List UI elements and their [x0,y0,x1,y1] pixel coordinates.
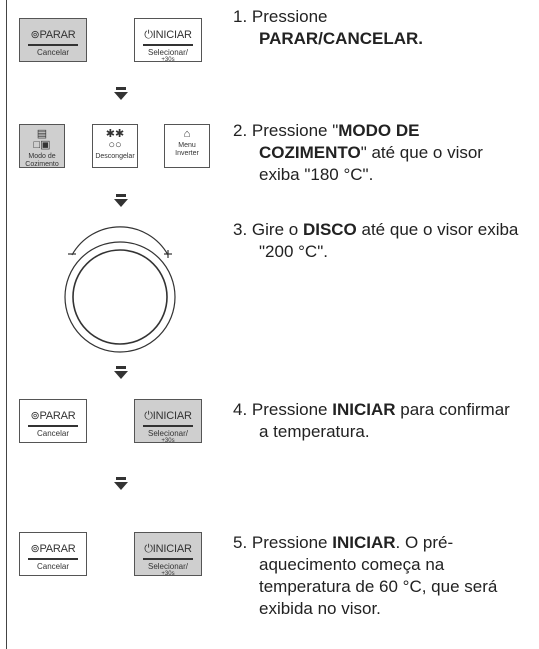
down-arrow [114,477,128,490]
left-border-rule [6,0,7,649]
stop-icon: ⊚ [30,29,40,41]
menu-inverter-button[interactable]: ⌂ Menu Inverter [164,124,210,168]
step-2: 2. Pressione "MODO DE COZIMENTO" até que… [233,121,483,184]
power-start-icon: ⏻ [144,543,153,555]
defrost-snowflake-icon: ✱✱○○ [105,128,125,151]
cooking-mode-button[interactable]: ▤□▣ Modo de Cozimento [19,124,65,168]
power-start-icon: ⏻ [144,410,153,422]
button-divider [143,44,193,46]
start-button[interactable]: ⏻INICIAR Selecionar/ +30s [134,532,202,577]
stop-cancel-button[interactable]: ⊚PARAR Cancelar [19,18,87,62]
power-start-icon: ⏻ [144,29,153,41]
cooking-mode-icon: ▤□▣ [33,128,51,151]
stop-icon: ⊚ [30,410,40,422]
start-button[interactable]: ⏻INICIAR Selecionar/ +30s [134,18,202,63]
button-divider [28,558,78,560]
button-divider [28,44,78,46]
stop-cancel-button[interactable]: ⊚PARAR Cancelar [19,399,87,443]
auto-pot-icon: ⌂ [183,128,191,140]
down-arrow [114,366,128,379]
step-1: 1. Pressione PARAR/CANCELAR. [233,7,424,48]
button-divider [143,425,193,427]
stop-icon: ⊚ [30,543,40,555]
defrost-button[interactable]: ✱✱○○ Descongelar [92,124,138,168]
dial-knob-icon[interactable] [50,217,190,357]
down-arrow [114,87,128,100]
step-4: 4. Pressione INICIAR para confirmar a te… [233,400,510,441]
start-button[interactable]: ⏻INICIAR Selecionar/ +30s [134,399,202,444]
button-divider [143,558,193,560]
stop-cancel-button[interactable]: ⊚PARAR Cancelar [19,532,87,576]
button-divider [28,425,78,427]
step-3: 3. Gire o DISCO até que o visor exiba "2… [233,220,519,261]
step-5: 5. Pressione INICIAR. O pré-aquecimento … [233,533,498,618]
down-arrow [114,194,128,207]
